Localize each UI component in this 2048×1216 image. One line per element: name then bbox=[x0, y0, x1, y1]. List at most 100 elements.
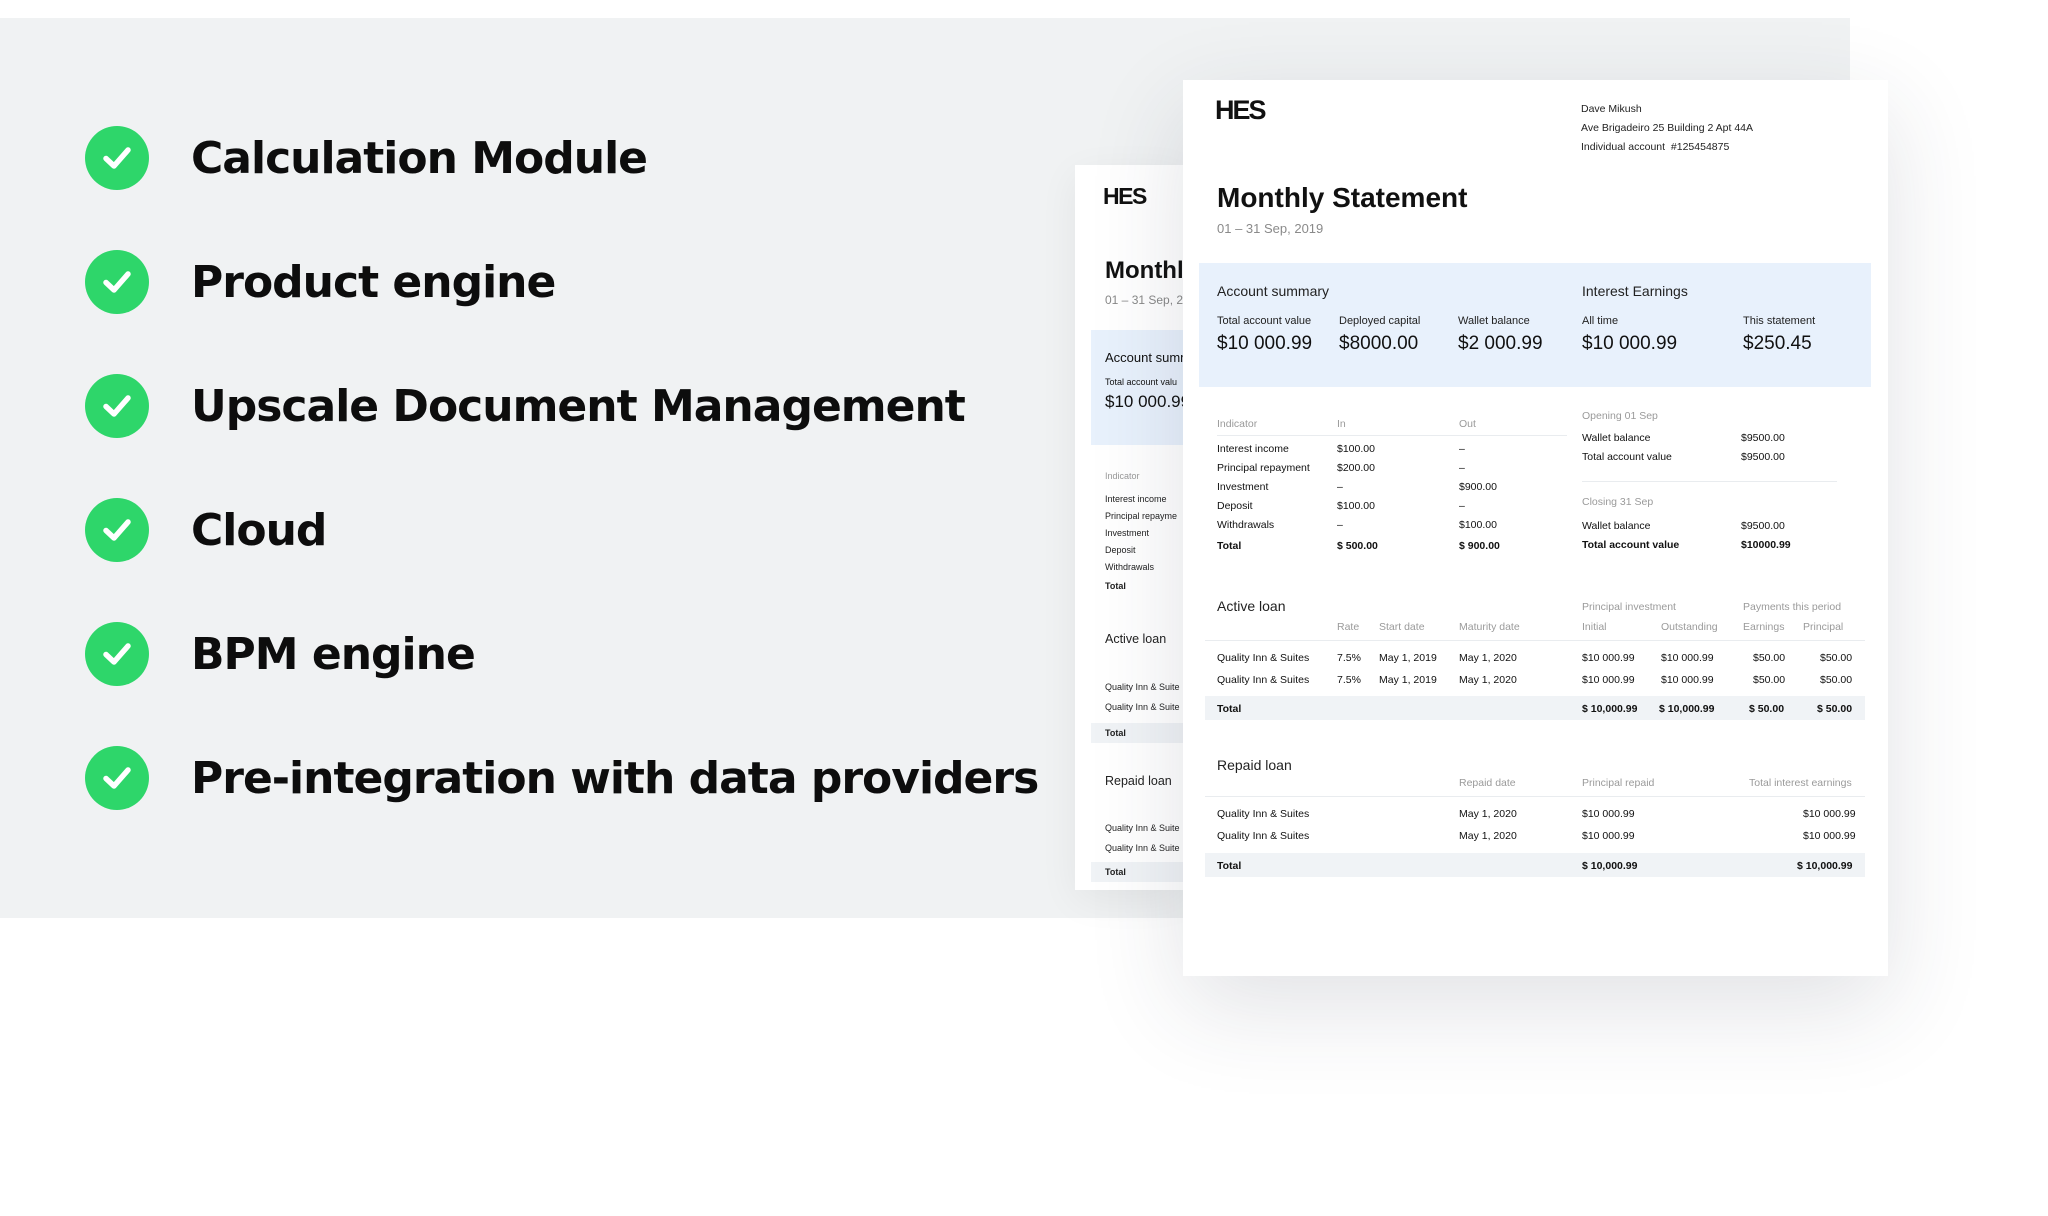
loan-cell: $50.00 bbox=[1820, 674, 1853, 686]
repaid-loan-heading: Repaid loan bbox=[1217, 757, 1292, 773]
statement-title: Monthl bbox=[1105, 257, 1184, 284]
feature-item: Calculation Module bbox=[85, 125, 648, 191]
repaid-total-cell: $ 10,000.99 bbox=[1582, 860, 1638, 872]
divider bbox=[1205, 796, 1865, 797]
indicator-cell: Deposit bbox=[1217, 500, 1253, 512]
loan-total-cell: $ 10,000.99 bbox=[1659, 703, 1715, 715]
indicator-cell: – bbox=[1337, 481, 1343, 493]
loan-row: Quality Inn & Suite bbox=[1105, 702, 1180, 712]
hes-logo: HES bbox=[1215, 95, 1267, 125]
repaid-cell: May 1, 2020 bbox=[1459, 830, 1517, 842]
indicator-cell: Withdrawals bbox=[1217, 519, 1275, 531]
monthly-statement-document: HES Dave Mikush Ave Brigadeiro 25 Buildi… bbox=[1183, 80, 1888, 976]
repaid-cell: $10 000.99 bbox=[1582, 830, 1635, 842]
total-bar bbox=[1205, 696, 1865, 720]
indicator-cell: – bbox=[1337, 519, 1343, 531]
repaid-cell: $10 000.99 bbox=[1582, 808, 1635, 820]
column-header: Start date bbox=[1379, 621, 1425, 633]
balance-value: $9500.00 bbox=[1741, 432, 1785, 444]
summary-label: Total account valu bbox=[1105, 377, 1178, 387]
feature-label: BPM engine bbox=[191, 628, 476, 680]
statement-period: 01 – 31 Sep, 2 bbox=[1105, 293, 1184, 307]
summary-label: This statement bbox=[1743, 315, 1816, 327]
indicator-total-cell: Total bbox=[1217, 540, 1242, 552]
column-header: In bbox=[1337, 418, 1346, 430]
summary-value: $10 000.99 bbox=[1582, 333, 1678, 354]
active-loan-heading: Active loan bbox=[1217, 598, 1286, 614]
customer-account: Individual account #125454875 bbox=[1581, 138, 1753, 157]
loan-cell: Quality Inn & Suites bbox=[1217, 674, 1310, 686]
loan-total: Total bbox=[1105, 867, 1126, 877]
repaid-total-cell: Total bbox=[1217, 860, 1242, 872]
indicator-row: Interest income bbox=[1105, 494, 1167, 504]
indicator-cell: Investment bbox=[1217, 481, 1269, 493]
statement-back-page: HES Monthl 01 – 31 Sep, 2 Account summ T… bbox=[1075, 165, 1185, 890]
account-summary-band: Account summary Total account value $10 … bbox=[1199, 263, 1871, 387]
column-header: Rate bbox=[1337, 621, 1360, 633]
loan-cell: 7.5% bbox=[1337, 652, 1361, 664]
feature-item: Product engine bbox=[85, 249, 556, 315]
feature-item: Cloud bbox=[85, 497, 327, 563]
indicator-row: Investment bbox=[1105, 528, 1150, 538]
indicator-cell: $100.00 bbox=[1459, 519, 1497, 531]
summary-value: $10 000.99 bbox=[1105, 392, 1185, 411]
summary-value: $8000.00 bbox=[1339, 333, 1419, 354]
repaid-cell: $10 000.99 bbox=[1803, 830, 1856, 842]
indicator-row: Deposit bbox=[1105, 545, 1136, 555]
indicator-total-cell: $ 900.00 bbox=[1459, 540, 1500, 552]
statement-title: Monthly Statement bbox=[1217, 182, 1468, 213]
interest-earnings-heading: Interest Earnings bbox=[1582, 283, 1688, 299]
feature-item: Pre-integration with data providers bbox=[85, 745, 1039, 811]
feature-label: Calculation Module bbox=[191, 132, 648, 184]
balance-label: Wallet balance bbox=[1582, 432, 1651, 444]
column-header: Earnings bbox=[1743, 621, 1785, 633]
total-bar bbox=[1091, 723, 1185, 743]
repaid-cell: Quality Inn & Suites bbox=[1217, 830, 1310, 842]
repaid-loan-heading: Repaid loan bbox=[1105, 774, 1172, 788]
repaid-cell: Quality Inn & Suites bbox=[1217, 808, 1310, 820]
loan-cell: May 1, 2019 bbox=[1379, 652, 1437, 664]
summary-label: Deployed capital bbox=[1339, 315, 1421, 327]
feature-label: Product engine bbox=[191, 256, 556, 308]
repaid-cell: $10 000.99 bbox=[1803, 808, 1856, 820]
summary-value: $250.45 bbox=[1743, 333, 1812, 354]
feature-item: Upscale Document Management bbox=[85, 373, 966, 439]
indicator-row: Withdrawals bbox=[1105, 562, 1155, 572]
column-header: Outstanding bbox=[1661, 621, 1718, 633]
balance-label: Total account value bbox=[1582, 539, 1680, 551]
hes-logo: HES bbox=[1103, 183, 1147, 209]
loan-cell: Quality Inn & Suites bbox=[1217, 652, 1310, 664]
loan-cell: $50.00 bbox=[1753, 652, 1786, 664]
loan-total-cell: $ 10,000.99 bbox=[1582, 703, 1638, 715]
summary-value: $2 000.99 bbox=[1458, 333, 1543, 354]
column-header: Principal bbox=[1803, 621, 1844, 633]
balance-value: $10000.99 bbox=[1741, 539, 1791, 551]
indicator-row: Principal repayme bbox=[1105, 511, 1178, 521]
divider bbox=[1205, 640, 1865, 641]
indicator-total-cell: $ 500.00 bbox=[1337, 540, 1378, 552]
indicator-header: Indicator bbox=[1105, 471, 1140, 481]
customer-street: Ave Brigadeiro 25 Building 2 Apt 44A bbox=[1581, 122, 1754, 134]
check-circle-icon bbox=[85, 250, 149, 314]
account-label: Individual account bbox=[1581, 141, 1666, 153]
loan-total-cell: Total bbox=[1217, 703, 1242, 715]
divider bbox=[1217, 435, 1567, 436]
indicator-cell: $900.00 bbox=[1459, 481, 1497, 493]
check-circle-icon bbox=[85, 622, 149, 686]
column-header: Principal repaid bbox=[1582, 777, 1655, 789]
check-circle-icon bbox=[85, 126, 149, 190]
column-header: Maturity date bbox=[1459, 621, 1520, 633]
indicator-cell: $100.00 bbox=[1337, 443, 1375, 455]
column-header: Out bbox=[1459, 418, 1476, 430]
feature-label: Pre-integration with data providers bbox=[191, 752, 1039, 804]
loan-cell: $50.00 bbox=[1753, 674, 1786, 686]
loan-total-cell: $ 50.00 bbox=[1749, 703, 1785, 715]
indicator-cell: $100.00 bbox=[1337, 500, 1375, 512]
indicator-cell: Interest income bbox=[1217, 443, 1289, 455]
indicator-cell: $200.00 bbox=[1337, 462, 1375, 474]
customer-name: Dave Mikush bbox=[1581, 103, 1642, 115]
check-circle-icon bbox=[85, 498, 149, 562]
balance-label: Total account value bbox=[1582, 451, 1672, 463]
summary-value: $10 000.99 bbox=[1217, 333, 1313, 354]
indicator-cell: – bbox=[1459, 500, 1465, 512]
